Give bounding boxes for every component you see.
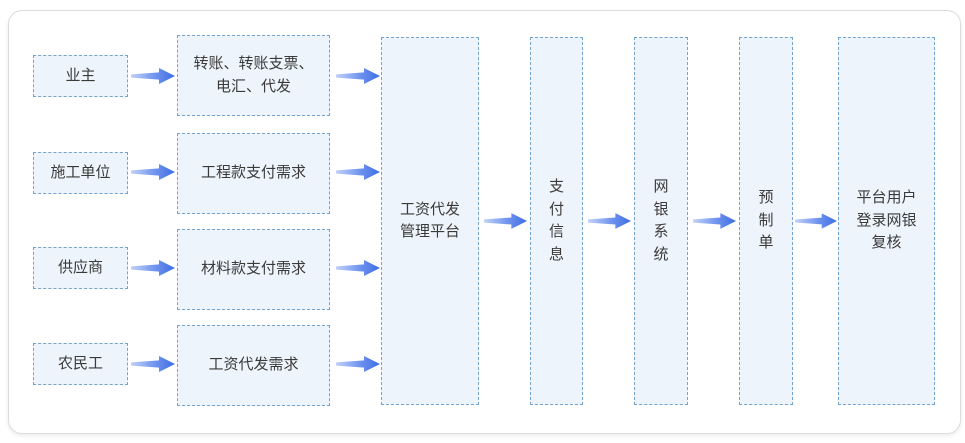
node-salary-agency-label: 工资代发需求 — [208, 356, 299, 374]
node-payment-methods-label: 转账、转账支票、 电汇、代发 — [193, 55, 314, 95]
node-migrant-worker: 农民工 — [33, 343, 128, 385]
node-prepared-order: 预 制 单 — [739, 37, 793, 405]
node-payment-info: 支 付 信 息 — [530, 37, 583, 405]
arrow-ebank-to-order-icon — [693, 213, 736, 229]
node-migrant-worker-label: 农民工 — [57, 354, 103, 372]
node-payment-info-label: 支 付 信 息 — [548, 178, 564, 263]
node-project-payment: 工程款支付需求 — [177, 133, 330, 214]
node-owner: 业主 — [33, 55, 128, 97]
arrow-owner-to-methods-icon — [131, 68, 175, 84]
arrow-contractor-to-project-icon — [131, 164, 175, 180]
node-supplier: 供应商 — [33, 247, 128, 289]
arrow-project-to-platform-icon — [336, 164, 380, 180]
arrow-worker-to-salary-icon — [131, 356, 175, 372]
arrow-salary-to-platform-icon — [336, 356, 380, 372]
node-ebank-review-label: 平台用户 登录网银 复核 — [856, 189, 917, 252]
node-owner-label: 业主 — [65, 66, 96, 84]
node-contractor-label: 施工单位 — [50, 163, 111, 181]
node-contractor: 施工单位 — [33, 152, 128, 194]
arrow-supplier-to-material-icon — [131, 260, 175, 276]
arrow-methods-to-platform-icon — [336, 68, 380, 84]
node-prepared-order-label: 预 制 单 — [758, 189, 774, 252]
arrow-platform-to-paymentinfo-icon — [484, 213, 527, 229]
node-supplier-label: 供应商 — [57, 258, 103, 276]
node-payment-methods: 转账、转账支票、 电汇、代发 — [177, 35, 330, 116]
arrow-order-to-review-icon — [795, 213, 837, 229]
node-ebank-review: 平台用户 登录网银 复核 — [838, 37, 935, 405]
node-material-payment: 材料款支付需求 — [177, 229, 330, 310]
node-ebank-system: 网 银 系 统 — [634, 37, 688, 405]
node-salary-platform: 工资代发 管理平台 — [381, 37, 479, 405]
node-material-payment-label: 材料款支付需求 — [200, 260, 306, 278]
node-ebank-system-label: 网 银 系 统 — [653, 178, 669, 263]
node-salary-agency: 工资代发需求 — [177, 325, 330, 406]
arrow-material-to-platform-icon — [336, 260, 380, 276]
node-project-payment-label: 工程款支付需求 — [200, 164, 306, 182]
arrow-paymentinfo-to-ebank-icon — [588, 213, 631, 229]
node-salary-platform-label: 工资代发 管理平台 — [399, 200, 460, 241]
